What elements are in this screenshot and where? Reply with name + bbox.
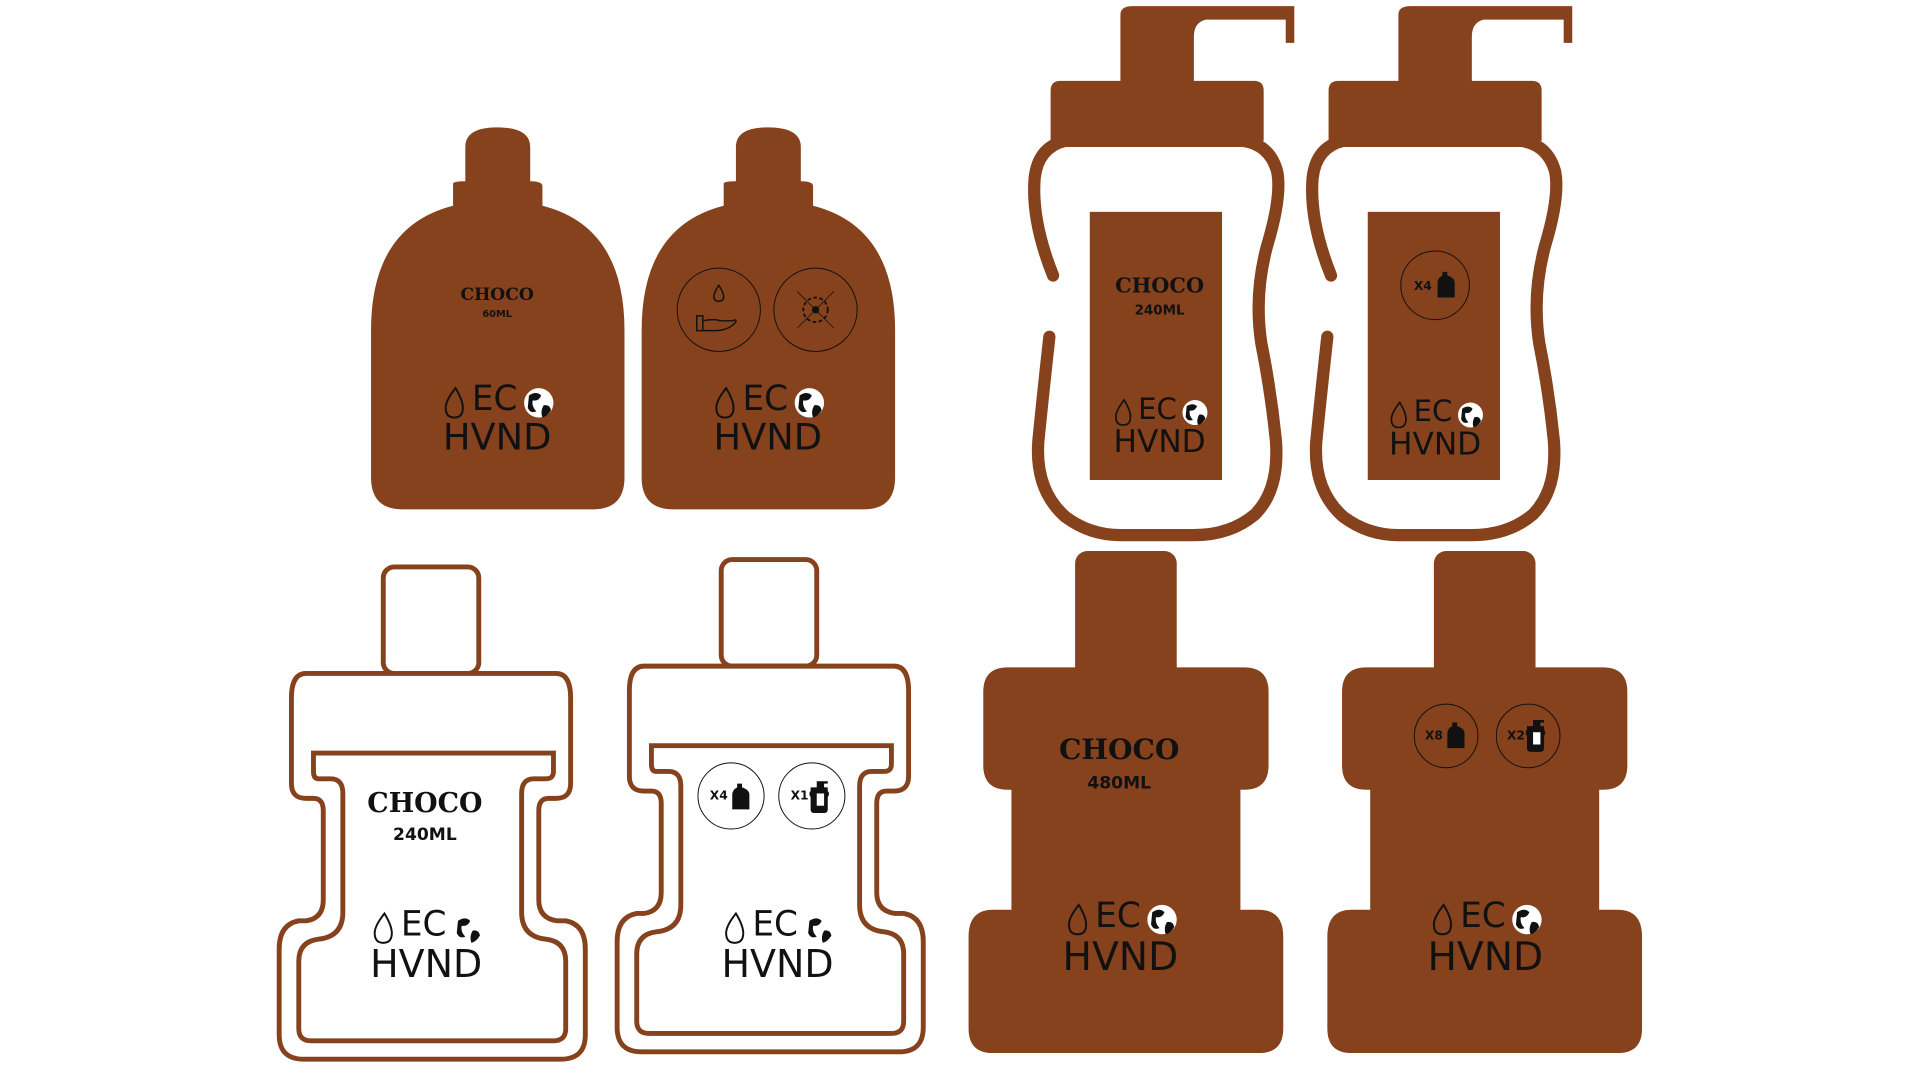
eco-text: EC [472, 379, 518, 419]
brand-name: HVND [1427, 935, 1543, 980]
refill-badge: X2 [1495, 703, 1561, 769]
eco-logo: EC HVND [1063, 896, 1179, 980]
brand-name: HVND [1063, 935, 1179, 980]
eco-text: EC [1414, 394, 1453, 428]
brand-name: HVND [722, 942, 834, 986]
bottle-small-back: EC HVND [641, 127, 896, 510]
eco-text: EC [1095, 896, 1141, 936]
refill-badge: X8 [1413, 703, 1479, 769]
brand-name: HVND [443, 415, 551, 458]
bottle-pump-front: CHOCO 240ML EC HVND [1034, 6, 1294, 535]
brand-name: HVND [370, 942, 482, 986]
bottle-small-front: CHOCO 60ML EC HVND [371, 127, 625, 510]
product-name: CHOCO [1115, 273, 1204, 298]
bottle-large-back: X8 X2 EC HVND [1327, 551, 1643, 1054]
eco-logo: EC HVND [1427, 896, 1543, 980]
eco-logo: EC HVND [1389, 394, 1484, 463]
bottle-pump-back: X4 EC HVND [1312, 6, 1572, 535]
badge-count: X2 [1507, 729, 1525, 743]
product-volume: 60ML [482, 309, 512, 320]
product-volume: 240ML [393, 825, 457, 845]
product-name: CHOCO [461, 285, 534, 305]
brand-name: HVND [1389, 427, 1481, 463]
eco-logo: EC HVND [1113, 392, 1209, 460]
badge-count: X8 [1425, 729, 1443, 743]
product-name: CHOCO [1059, 733, 1179, 766]
product-name: CHOCO [367, 788, 482, 819]
badge-count: X4 [1414, 279, 1432, 293]
eco-text: EC [743, 379, 789, 419]
eco-text: EC [1460, 896, 1506, 936]
bottle-outline-front: CHOCO 240ML EC HVND [279, 567, 585, 1059]
refill-badge: X4 [697, 762, 765, 830]
badge-count: X1 [791, 789, 809, 803]
refill-badge: X4 [1400, 250, 1470, 321]
eco-logo: EC HVND [722, 905, 835, 986]
brand-name: HVND [1113, 424, 1205, 460]
brand-name: HVND [714, 415, 822, 458]
eco-text: EC [752, 905, 798, 945]
product-volume: 480ML [1087, 774, 1151, 794]
eco-logo: EC HVND [714, 379, 826, 458]
eco-text: EC [401, 905, 447, 945]
product-volume: 240ML [1135, 304, 1185, 319]
eco-logo: EC HVND [443, 379, 555, 458]
eco-logo: EC HVND [370, 905, 484, 986]
bottle-large-front: CHOCO 480ML EC HVND [968, 551, 1284, 1054]
eco-text: EC [1138, 392, 1177, 426]
bottle-outline-back: X4 X1 EC HVND [617, 560, 923, 1052]
refill-badge: X1 [778, 762, 846, 830]
hand-drop-icon [676, 267, 761, 352]
no-virus-icon [773, 267, 858, 352]
badge-count: X4 [710, 789, 728, 803]
